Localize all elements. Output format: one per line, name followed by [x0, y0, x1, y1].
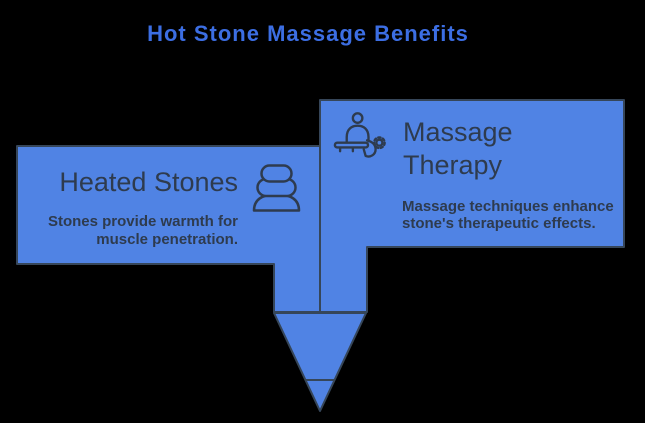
left-box-description: Stones provide warmth for muscle penetra… — [47, 213, 238, 248]
page-title: Hot Stone Massage Benefits — [147, 21, 469, 46]
right-box-description: Massage techniques enhance stone's thera… — [402, 198, 614, 232]
stacked-stones-icon — [252, 164, 301, 212]
massage-therapy-icon — [333, 112, 386, 158]
left-box-title: Heated Stones — [59, 167, 238, 197]
right-box-title: Massage Therapy — [403, 117, 513, 180]
funnel-arrow-tip — [273, 312, 367, 412]
